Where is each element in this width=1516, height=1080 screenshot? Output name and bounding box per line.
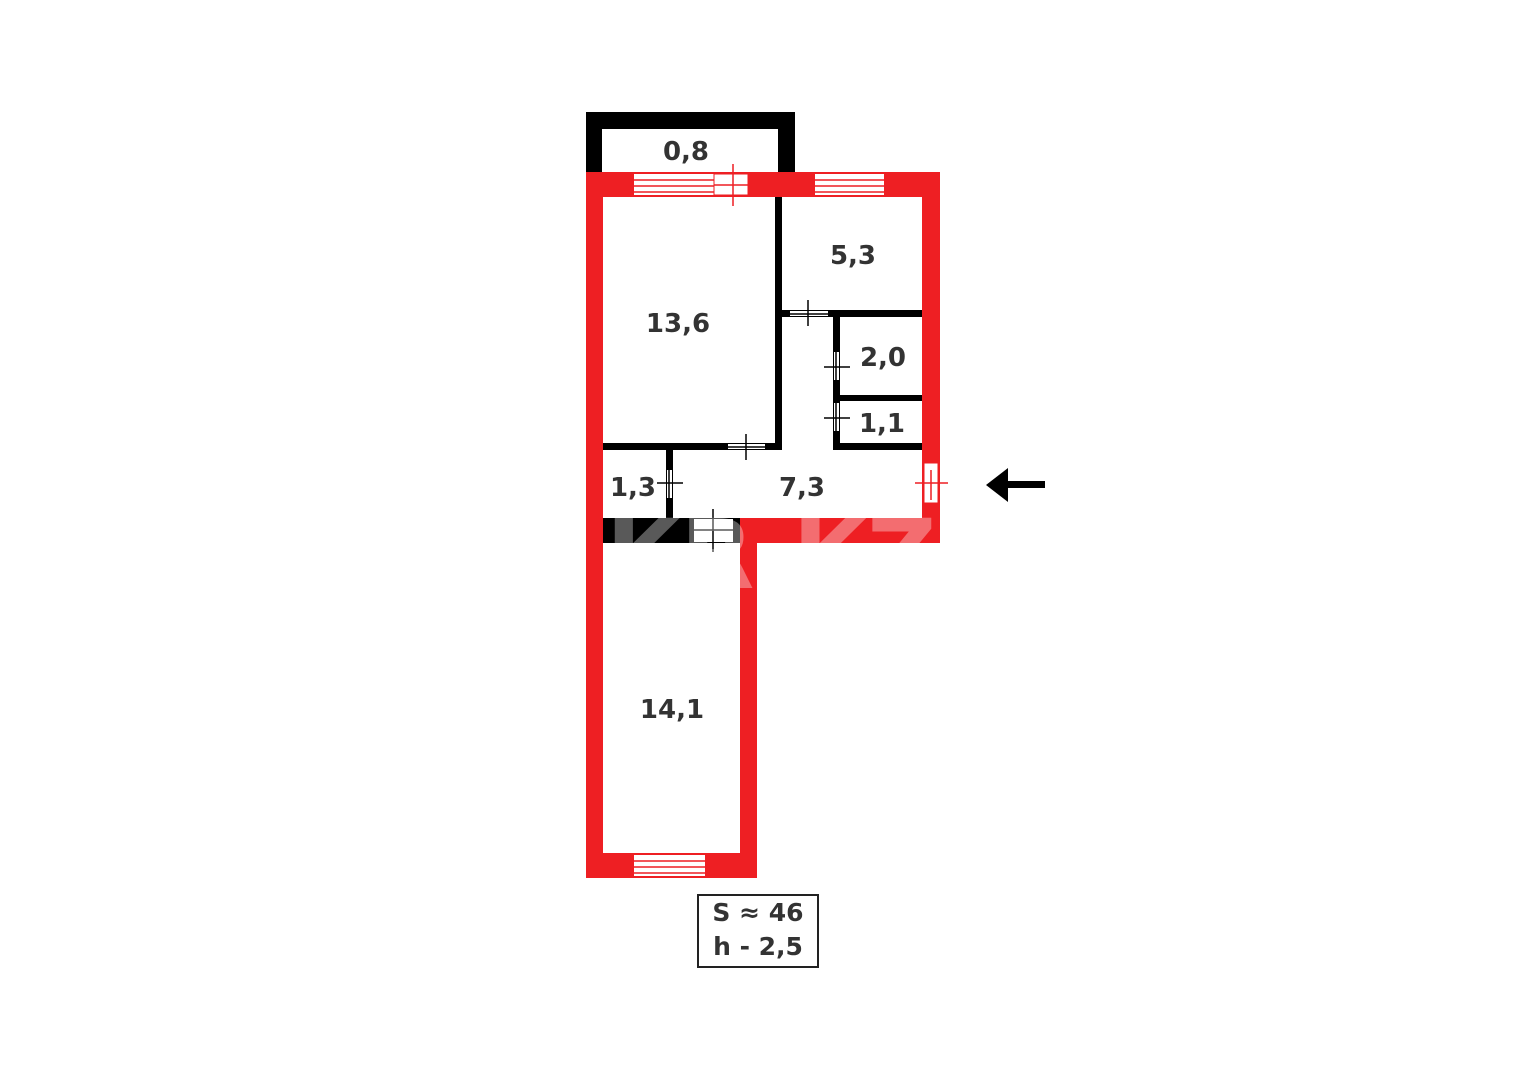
total-area: S ≈ 46 — [712, 898, 804, 927]
entrance-door — [915, 462, 948, 504]
arrow-left-icon — [986, 468, 1045, 502]
room-area-bathroom: 2,0 — [860, 343, 906, 373]
window — [815, 174, 884, 195]
room-area-toilet: 1,1 — [859, 409, 905, 439]
interior-door — [694, 509, 733, 552]
window — [634, 855, 705, 876]
room-area-closet: 1,3 — [610, 473, 656, 503]
window — [634, 174, 714, 195]
interior-door — [728, 434, 765, 460]
room-area-room-1: 13,6 — [646, 309, 710, 339]
interior-door — [790, 300, 828, 326]
room-area-balcony: 0,8 — [663, 137, 709, 167]
watermark-logo: KR.KZ — [606, 499, 937, 611]
interior-door — [824, 352, 850, 380]
interior-door — [657, 470, 683, 498]
balcony-wall — [586, 112, 795, 172]
room-area-hallway: 7,3 — [779, 473, 825, 503]
summary-box: S ≈ 46 h - 2,5 — [697, 894, 819, 968]
interior-door — [824, 403, 850, 431]
ceiling-height: h - 2,5 — [713, 932, 803, 961]
balcony-door — [713, 164, 749, 206]
room-area-kitchen: 5,3 — [830, 241, 876, 271]
room-area-room-2: 14,1 — [640, 695, 704, 725]
